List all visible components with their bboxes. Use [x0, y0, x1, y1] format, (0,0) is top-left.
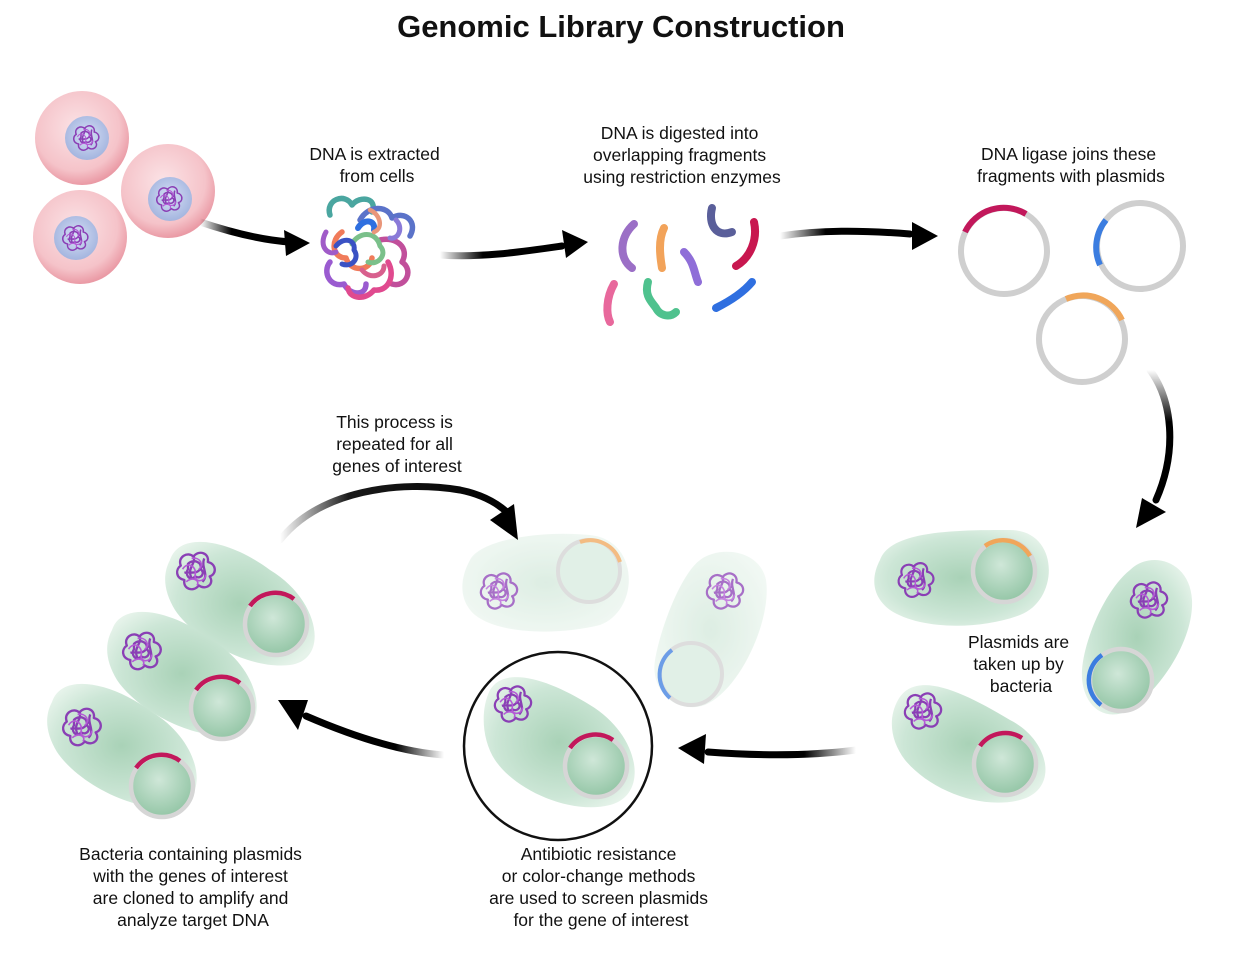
- plasmid-orange: [1036, 292, 1128, 385]
- bacteria-screened-out: [462, 533, 767, 708]
- bacteria-uptake-group: [874, 530, 1193, 803]
- plasmid-magenta: [958, 204, 1050, 297]
- caption-extract: DNA is extracted from cells: [309, 144, 444, 186]
- extracted-dna-tangle: [320, 195, 416, 300]
- fragment-purple: [618, 220, 638, 272]
- cell-2: [121, 144, 215, 238]
- fragment-magenta: [732, 218, 759, 270]
- caption-clone: Bacteria containing plasmids with the ge…: [79, 844, 307, 930]
- cell-3: [33, 190, 127, 284]
- source-cells: [33, 91, 215, 284]
- arrow-fragments-to-plasmids: [776, 222, 938, 250]
- bacterium-faded-blue: [654, 551, 767, 708]
- arrow-dna-to-fragments: [436, 230, 588, 260]
- bacterium-uptake-magenta: [891, 685, 1046, 803]
- arrow-uptake-to-screen: [678, 734, 860, 764]
- arrow-repeat-cycle: [276, 483, 518, 544]
- clone-bacterium-2: [107, 611, 257, 742]
- dna-fragments: [603, 204, 759, 326]
- fragment-blue: [712, 278, 756, 312]
- diagram-title: Genomic Library Construction: [397, 9, 845, 44]
- cloned-bacteria: [47, 541, 315, 820]
- fragment-violet: [680, 248, 702, 286]
- selected-colony: [462, 650, 654, 842]
- cell-1: [35, 91, 129, 185]
- recombinant-plasmids: [958, 200, 1186, 385]
- caption-digest: DNA is digested into overlapping fragmen…: [583, 123, 781, 187]
- bacterium-uptake-orange: [874, 530, 1049, 626]
- plasmid-blue: [1093, 200, 1186, 292]
- arrow-screen-to-clone: [278, 700, 448, 759]
- fragment-slate: [707, 204, 736, 238]
- fragment-green: [643, 278, 680, 320]
- fragment-pink: [603, 280, 618, 326]
- bacterium-faded-orange: [462, 533, 629, 632]
- caption-repeat: This process is repeated for all genes o…: [332, 412, 462, 476]
- arrow-plasmids-to-bacteria: [1136, 366, 1174, 528]
- fragment-orange: [656, 224, 668, 272]
- clone-bacterium-3: [47, 683, 197, 820]
- caption-ligase: DNA ligase joins these fragments with pl…: [977, 144, 1165, 186]
- caption-uptake: Plasmids are taken up by bacteria: [968, 632, 1074, 696]
- arrow-cells-to-dna: [196, 218, 310, 256]
- caption-screen: Antibiotic resistance or color-change me…: [489, 844, 713, 930]
- bacterium-uptake-blue: [1081, 560, 1193, 715]
